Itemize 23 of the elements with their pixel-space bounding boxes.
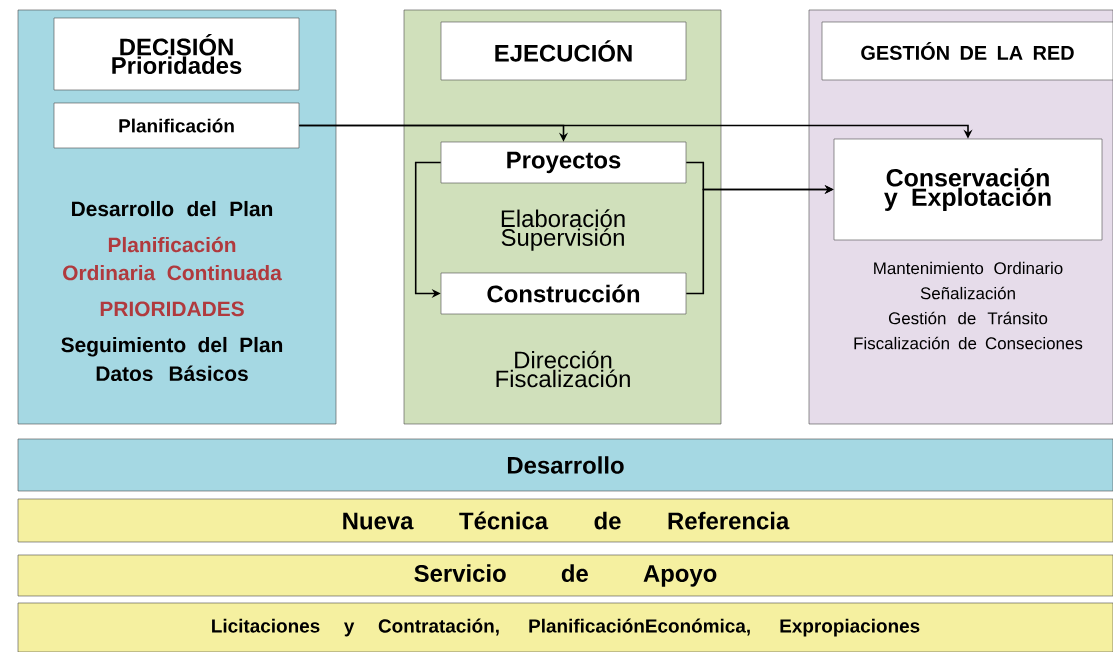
heading-box: GESTIÓN DE LA RED [821,21,1113,81]
heading-box: DECISIÓN Prioridades [53,17,300,91]
node-label: Planificación Ordinaria Continuada [63,236,282,281]
node-label: PRIORIDADES [100,301,244,317]
band: Desarrollo [17,438,1113,492]
band: Licitaciones y Contratación, PlanificaciónEconómica, Expropiaciones [17,602,1113,652]
heading-box: EJECUCIÓN [440,21,687,81]
process-box: Conservación y Explotación [833,138,1103,241]
process-box: Construcción [440,272,687,315]
beside-text: Señalización [920,286,1015,300]
beside-text: Gestión de Tránsito [888,311,1048,325]
band: Nueva Técnica de Referencia [17,498,1113,543]
panel-text: Desarrollo del Plan Planificación Ordinaria Continuada PRIORIDADES Seguimiento del Plan Datos Básicos [61,200,283,382]
process-box: Proyectos [440,141,687,184]
process-box: Planificación [53,102,300,149]
band: Servicio de Apoyo [17,554,1113,597]
node-label: Desarrollo del Plan [72,200,273,217]
node-label: Datos Básicos [96,365,248,382]
beside-text: Mantenimiento Ordinario [874,261,1063,275]
beside-text: Fiscalización de Conseciones [854,336,1083,350]
beside-text: Elaboración Supervisión [501,209,625,251]
beside-text: Dirección Fiscalización [496,350,630,388]
node-label: Seguimiento del Plan [61,336,283,357]
